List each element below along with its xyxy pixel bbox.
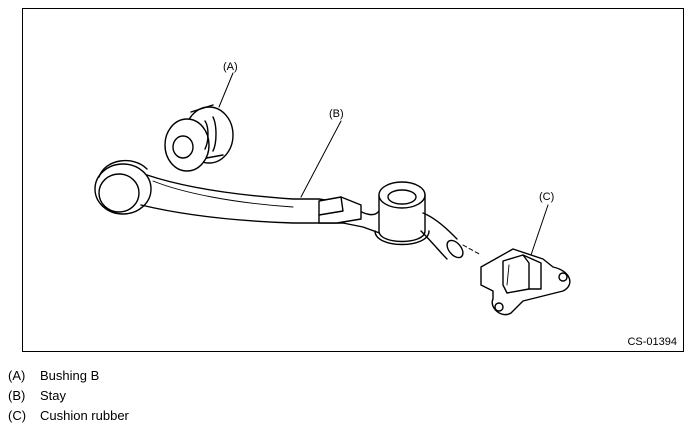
legend-label: Stay	[40, 388, 67, 403]
callout-a: (A)	[223, 61, 238, 73]
figure-code: CS-01394	[627, 336, 677, 348]
legend-key: (B)	[8, 388, 26, 403]
leader-c	[530, 204, 549, 256]
cushion-rubber	[480, 248, 571, 316]
diagram-drawing	[94, 72, 571, 316]
bushing-b	[164, 104, 234, 172]
legend-label: Cushion rubber	[40, 408, 129, 423]
stay	[94, 159, 464, 260]
leader-b	[300, 120, 342, 198]
legend-key: (A)	[8, 368, 26, 383]
legend-label: Bushing B	[40, 368, 100, 383]
leader-lines	[218, 72, 549, 256]
legend-item: (A) Bushing B	[8, 366, 129, 386]
legend-item: (B) Stay	[8, 386, 129, 406]
parts-legend: (A) Bushing B (B) Stay (C) Cushion rubbe…	[8, 366, 129, 426]
callout-c: (C)	[539, 191, 555, 203]
parts-diagram: (A) (B) (C) CS-01394	[22, 8, 684, 352]
leader-a	[218, 72, 234, 108]
legend-key: (C)	[8, 408, 27, 423]
callout-b: (B)	[329, 108, 344, 120]
install-guide-line	[462, 244, 482, 256]
legend-item: (C) Cushion rubber	[8, 406, 129, 426]
